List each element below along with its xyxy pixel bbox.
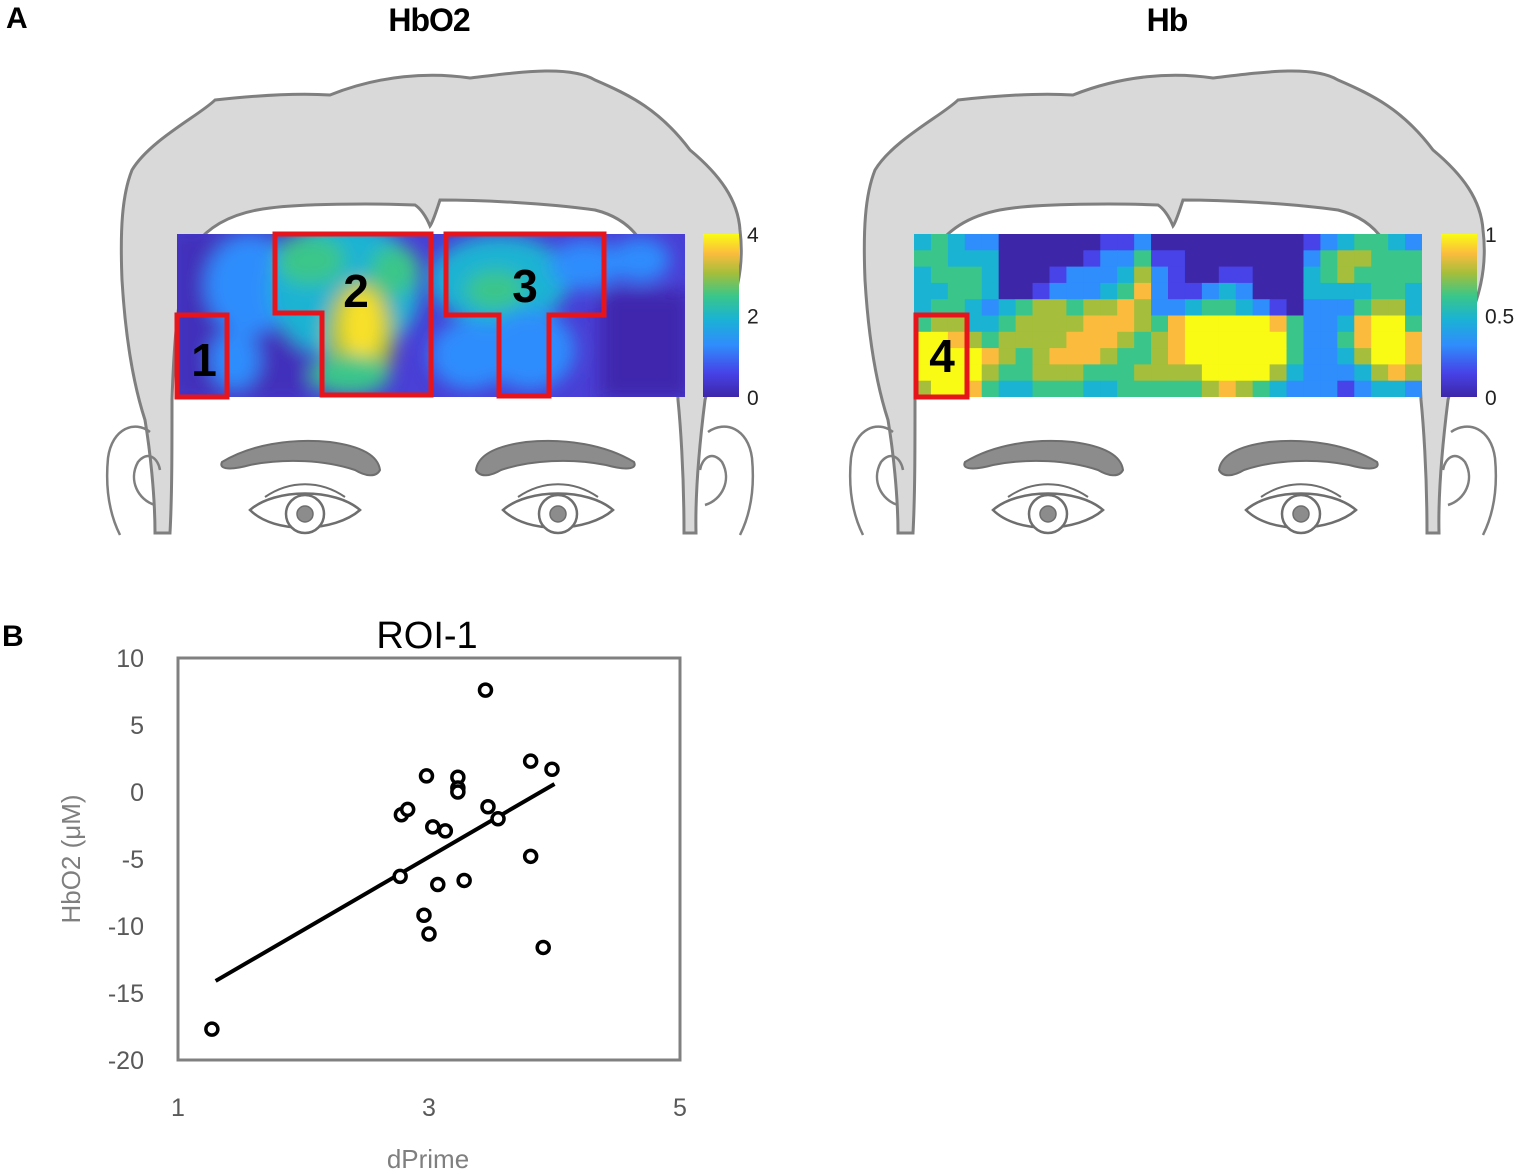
data-point [392, 868, 408, 885]
data-point [535, 939, 551, 956]
roi-2-outline [272, 231, 434, 398]
data-point [421, 926, 437, 942]
data-point [522, 753, 539, 769]
data-point [416, 907, 432, 924]
data-point [399, 801, 416, 818]
roi-1-outline [174, 312, 230, 400]
data-point [393, 807, 410, 823]
x-axis-ticks: 1 3 5 [171, 1094, 687, 1122]
y-tick-label: 0 [130, 779, 144, 807]
colorbar-tick-label: 2 [747, 306, 759, 329]
x-tick-label: 1 [171, 1094, 185, 1122]
roi-2-label: 2 [343, 265, 369, 317]
trendline [214, 782, 556, 983]
data-point [490, 811, 506, 827]
y-tick-label: -15 [108, 980, 144, 1008]
left-ear [848, 425, 905, 536]
colorbar-tick-label: 0 [1485, 387, 1497, 410]
roi-4-outline [913, 312, 970, 400]
hb-colorbar [1441, 234, 1477, 397]
panel-b-letter: B [2, 620, 24, 653]
data-point [430, 876, 446, 893]
right-eye [501, 483, 615, 535]
left-eyebrow [963, 439, 1125, 477]
data-point [204, 1021, 220, 1037]
left-ear [105, 425, 162, 536]
panel-a-letter: A [6, 2, 28, 35]
hb-heatmap [914, 234, 1422, 397]
y-axis-label: HbO2 (μM) [56, 794, 86, 923]
colorbar-tick-label: 0.5 [1485, 306, 1514, 329]
data-point [456, 872, 472, 889]
y-tick-label: 5 [130, 712, 144, 740]
y-tick-label: -20 [108, 1047, 144, 1075]
data-point [477, 682, 494, 698]
chart-title: ROI-1 [376, 615, 477, 657]
y-tick-label: -10 [108, 913, 144, 941]
head-illustration-hbo2 [105, 69, 755, 536]
x-tick-label: 3 [422, 1094, 436, 1122]
data-points [204, 682, 560, 1037]
plot-area-frame [176, 656, 682, 1062]
left-eye [248, 483, 362, 535]
roi-3-outline [443, 231, 607, 399]
x-tick-label: 5 [673, 1094, 687, 1122]
panel-a-figure: 420 10.50 1 2 3 4 [105, 69, 1514, 536]
right-ear [698, 425, 755, 536]
left-eye [991, 483, 1105, 535]
colorbar-tick-label: 0 [747, 387, 759, 410]
data-point [425, 819, 441, 835]
right-eyebrow [474, 439, 636, 477]
roi-3-label: 3 [512, 260, 538, 312]
hbo2-colorbar [703, 234, 739, 397]
hb-map-title: Hb [1146, 2, 1189, 38]
data-point [480, 798, 496, 815]
data-point [437, 823, 454, 839]
y-axis-ticks: 10 5 0 -5 -10 -15 -20 [108, 645, 144, 1075]
data-point [450, 780, 466, 796]
roi-4-label: 4 [929, 330, 955, 382]
colorbar-tick-label: 1 [1485, 224, 1497, 247]
data-point [418, 768, 435, 784]
y-tick-label: -5 [122, 846, 144, 874]
right-eyebrow [1217, 439, 1379, 477]
data-point [522, 848, 539, 865]
data-point [450, 769, 466, 786]
roi-1-label: 1 [191, 334, 217, 386]
hbo2-map-title: HbO2 [388, 2, 470, 38]
hbo2-colorbar-ticks: 4 2 0 [747, 224, 759, 410]
hb-colorbar-ticks: 10.50 [1485, 224, 1514, 410]
x-axis-label: dPrime [387, 1144, 469, 1174]
data-point [544, 761, 560, 777]
data-point [450, 784, 466, 800]
left-eyebrow [220, 439, 382, 477]
right-eye [1244, 483, 1358, 535]
right-ear [1441, 425, 1498, 536]
y-tick-label: 10 [116, 645, 144, 673]
colorbar-tick-label: 4 [747, 224, 759, 247]
roi-outlines [174, 231, 970, 400]
